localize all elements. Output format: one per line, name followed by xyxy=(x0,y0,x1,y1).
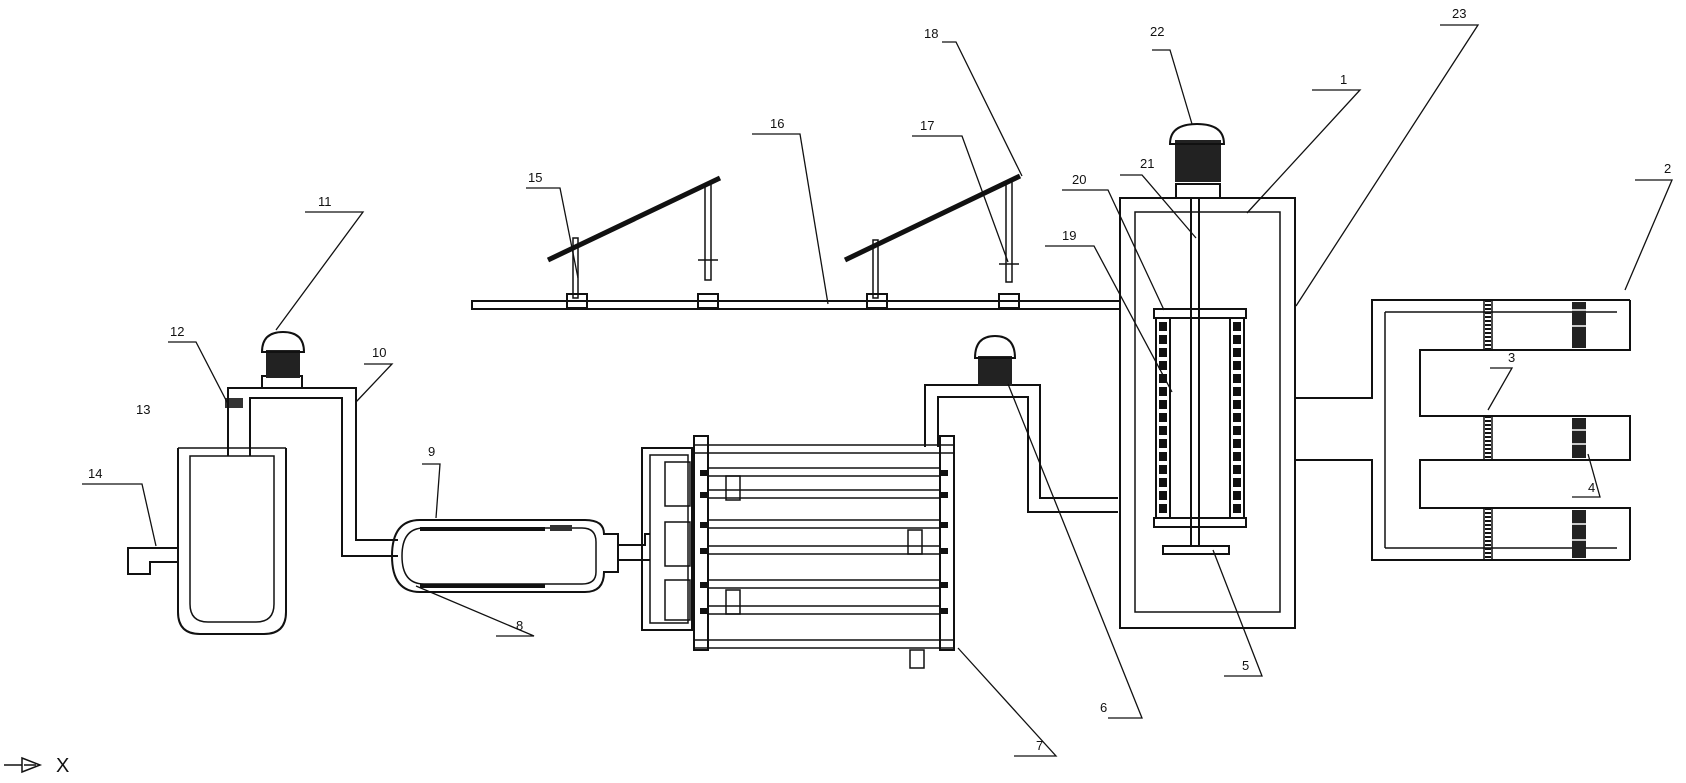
motor-22 xyxy=(1168,122,1226,199)
tube-8 xyxy=(420,525,572,588)
label-6: 6 xyxy=(1100,700,1107,715)
label-23: 23 xyxy=(1452,6,1466,21)
label-4: 4 xyxy=(1588,480,1595,495)
outlet-14 xyxy=(127,547,178,575)
connector-pipe xyxy=(618,533,650,561)
shaft-21 xyxy=(1190,198,1200,546)
manifold-2 xyxy=(1295,299,1631,561)
impeller-5 xyxy=(1162,545,1230,555)
label-22: 22 xyxy=(1150,24,1164,39)
label-20: 20 xyxy=(1072,172,1086,187)
label-12: 12 xyxy=(170,324,184,339)
label-15: 15 xyxy=(528,170,542,185)
label-21: 21 xyxy=(1140,156,1154,171)
label-11: 11 xyxy=(318,194,332,209)
label-18: 18 xyxy=(924,26,938,41)
label-17: 17 xyxy=(920,118,934,133)
tank-13 xyxy=(177,447,287,635)
label-3: 3 xyxy=(1508,350,1515,365)
reactor-housing-23 xyxy=(1119,197,1296,629)
coil-19 xyxy=(1155,317,1245,519)
solar-panel-left xyxy=(546,175,722,309)
pump-6 xyxy=(924,334,1118,513)
axis-x-label: X xyxy=(56,755,69,777)
label-5: 5 xyxy=(1242,658,1249,673)
label-10: 10 xyxy=(372,345,386,360)
label-7: 7 xyxy=(1036,738,1043,753)
frame-20 xyxy=(1153,308,1247,528)
pump-11 xyxy=(260,330,306,389)
label-1: 1 xyxy=(1340,72,1347,87)
label-8: 8 xyxy=(516,618,523,633)
axis-indicator: X xyxy=(4,755,69,777)
label-19: 19 xyxy=(1062,228,1076,243)
heat-exchanger-tubes xyxy=(700,467,948,669)
label-16: 16 xyxy=(770,116,784,131)
valve-12 xyxy=(225,398,243,408)
label-9: 9 xyxy=(428,444,435,459)
leader-lines xyxy=(82,24,1673,757)
vessel-9 xyxy=(390,519,619,593)
filter-element-4 xyxy=(1572,302,1586,558)
filter-element-3 xyxy=(1483,299,1493,561)
label-2: 2 xyxy=(1664,161,1671,176)
reference-numerals: 1 2 3 4 5 6 7 8 9 10 11 12 13 14 15 16 1… xyxy=(88,6,1671,753)
label-13: 13 xyxy=(136,402,150,417)
pipe-10 xyxy=(227,387,398,557)
label-14: 14 xyxy=(88,466,102,481)
heat-exchanger-7 xyxy=(641,435,955,651)
solar-panel-right xyxy=(843,173,1022,309)
